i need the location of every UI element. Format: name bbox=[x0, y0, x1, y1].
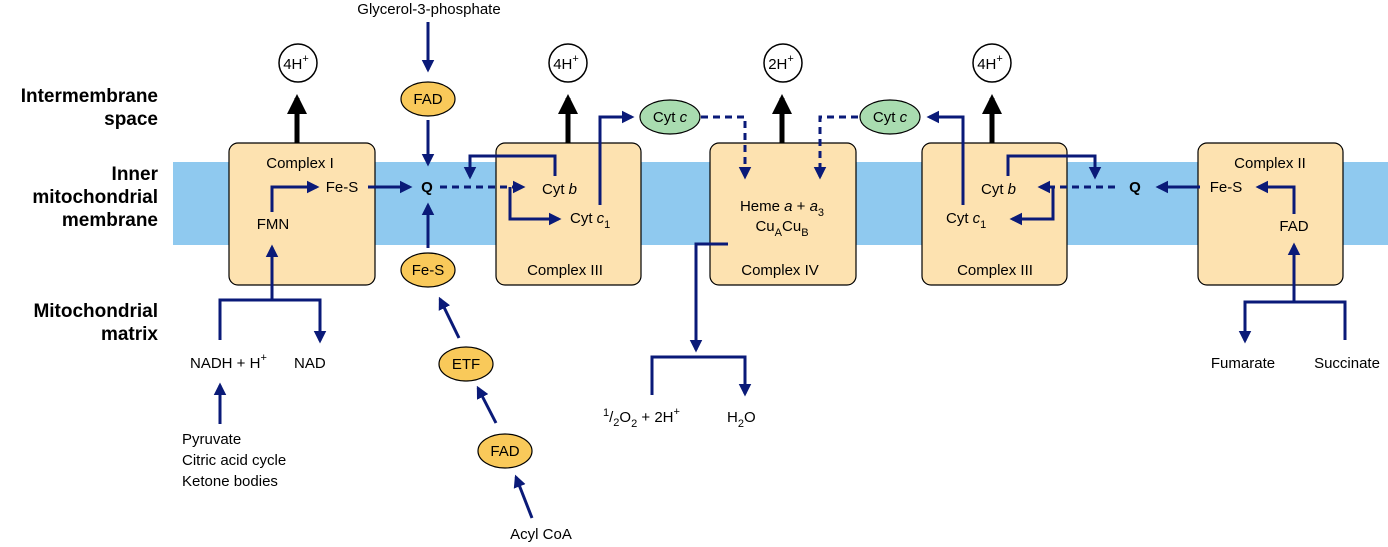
coenzyme-q-right: Q bbox=[1129, 179, 1141, 196]
oxygen-to-water-arrow bbox=[650, 355, 752, 397]
complex-ii-fes: Fe-S bbox=[1210, 179, 1243, 196]
svg-text:4H+: 4H+ bbox=[283, 53, 309, 73]
source-label: Citric acid cycle bbox=[182, 452, 286, 469]
svg-text:2H+: 2H+ bbox=[768, 53, 794, 73]
cytb-to-q-return-arrow bbox=[463, 154, 557, 180]
qcycle-to-cytc1-arrow bbox=[508, 187, 562, 226]
etf-carrier: ETF bbox=[438, 346, 494, 382]
svg-text:ETF: ETF bbox=[452, 356, 480, 373]
source-label: Ketone bodies bbox=[182, 473, 278, 490]
complex-iii-left-cytc1: Cyt c1 bbox=[570, 210, 610, 231]
region-label-line: Intermembrane bbox=[21, 86, 158, 107]
cytc-right-to-complex-iv-dashed-arrow bbox=[813, 115, 858, 180]
cytc1-right-to-cytc-arrow bbox=[926, 110, 965, 205]
region-label-line: mitochondrial bbox=[32, 187, 158, 208]
cytc1-to-cytc-left-arrow bbox=[598, 110, 635, 205]
cytochrome-c-right: Cyt c bbox=[859, 99, 921, 135]
svg-text:4H+: 4H+ bbox=[977, 53, 1003, 73]
cytb-right-to-q-return-arrow bbox=[1006, 154, 1102, 180]
oxygen-label: 1/2O2 + 2H+ bbox=[603, 406, 680, 430]
complex-iii-right-title: Complex III bbox=[957, 262, 1033, 279]
complex-i-box bbox=[228, 142, 376, 286]
complex-iii-right-cytc1: Cyt c1 bbox=[946, 210, 986, 231]
complex-iii-right-cytb: Cyt b bbox=[981, 181, 1016, 198]
complex-iv-title: Complex IV bbox=[741, 262, 819, 279]
svg-text:4H+: 4H+ bbox=[553, 53, 579, 73]
complex-iv-to-oxygen-arrow bbox=[689, 242, 728, 353]
complex-i-title: Complex I bbox=[266, 155, 334, 172]
succinate-label: Succinate bbox=[1314, 355, 1380, 372]
water-label: H2O bbox=[727, 409, 756, 430]
region-label-line: matrix bbox=[101, 324, 158, 345]
complex-ii-box bbox=[1197, 142, 1344, 286]
region-intermembrane-space: Intermembrane space bbox=[21, 86, 158, 130]
coenzyme-q-left: Q bbox=[421, 179, 433, 196]
region-inner-membrane: Inner mitochondrial membrane bbox=[32, 164, 158, 231]
svg-text:Cyt c: Cyt c bbox=[873, 109, 908, 126]
svg-text:Cyt c: Cyt c bbox=[653, 109, 688, 126]
complex-ii-fad: FAD bbox=[1279, 218, 1308, 235]
fad-to-etf-arrow bbox=[476, 385, 498, 424]
source-label: Pyruvate bbox=[182, 431, 241, 448]
region-label-line: Inner bbox=[112, 164, 159, 185]
nadh-to-fmn-arrow bbox=[218, 244, 279, 340]
region-label-line: membrane bbox=[62, 210, 158, 231]
glycerol-3-phosphate-label: Glycerol-3-phosphate bbox=[357, 1, 500, 18]
nad-label: NAD bbox=[294, 355, 326, 372]
svg-text:Fe-S: Fe-S bbox=[412, 262, 445, 279]
nad-branch-arrow bbox=[272, 298, 327, 344]
fmn-to-fes-arrow bbox=[270, 180, 320, 212]
proton-circle: 4H+ bbox=[972, 43, 1012, 83]
fumarate-branch-arrow bbox=[1238, 300, 1294, 344]
fad-carrier-top: FAD bbox=[400, 81, 456, 117]
complex-i-fes: Fe-S bbox=[326, 179, 359, 196]
region-mitochondrial-matrix: Mitochondrial matrix bbox=[33, 301, 158, 345]
complex-iii-left-title: Complex III bbox=[527, 262, 603, 279]
complex-iv-heme: Heme a + a3 bbox=[740, 198, 824, 219]
region-label-line: Mitochondrial bbox=[33, 301, 158, 322]
complex-iii-left-cytb: Cyt b bbox=[542, 181, 577, 198]
succinate-to-fad-arrow bbox=[1287, 242, 1347, 340]
complex-ii-title: Complex II bbox=[1234, 155, 1306, 172]
fad-carrier-bottom: FAD bbox=[477, 433, 533, 469]
complex-iv-copper: CuACuB bbox=[755, 218, 808, 239]
complex-i-fmn: FMN bbox=[257, 216, 290, 233]
acyl-to-fad-arrow bbox=[513, 474, 534, 519]
acyl-coa-label: Acyl CoA bbox=[510, 526, 572, 543]
cytc-left-to-complex-iv-dashed-arrow bbox=[701, 115, 752, 180]
qcycle-right-to-cytc1-arrow bbox=[1009, 187, 1055, 226]
fumarate-label: Fumarate bbox=[1211, 355, 1275, 372]
etf-to-fes-arrow bbox=[438, 296, 461, 339]
proton-circle: 4H+ bbox=[278, 43, 318, 83]
proton-circle: 4H+ bbox=[548, 43, 588, 83]
cytochrome-c-left: Cyt c bbox=[639, 99, 701, 135]
svg-text:FAD: FAD bbox=[490, 443, 519, 460]
fes-carrier: Fe-S bbox=[400, 252, 456, 288]
svg-text:FAD: FAD bbox=[413, 91, 442, 108]
region-label-line: space bbox=[104, 109, 158, 130]
nadh-label: NADH + H+ bbox=[190, 352, 267, 372]
fad-to-fes-complex-ii-arrow bbox=[1255, 180, 1296, 214]
proton-circle: 2H+ bbox=[763, 43, 803, 83]
